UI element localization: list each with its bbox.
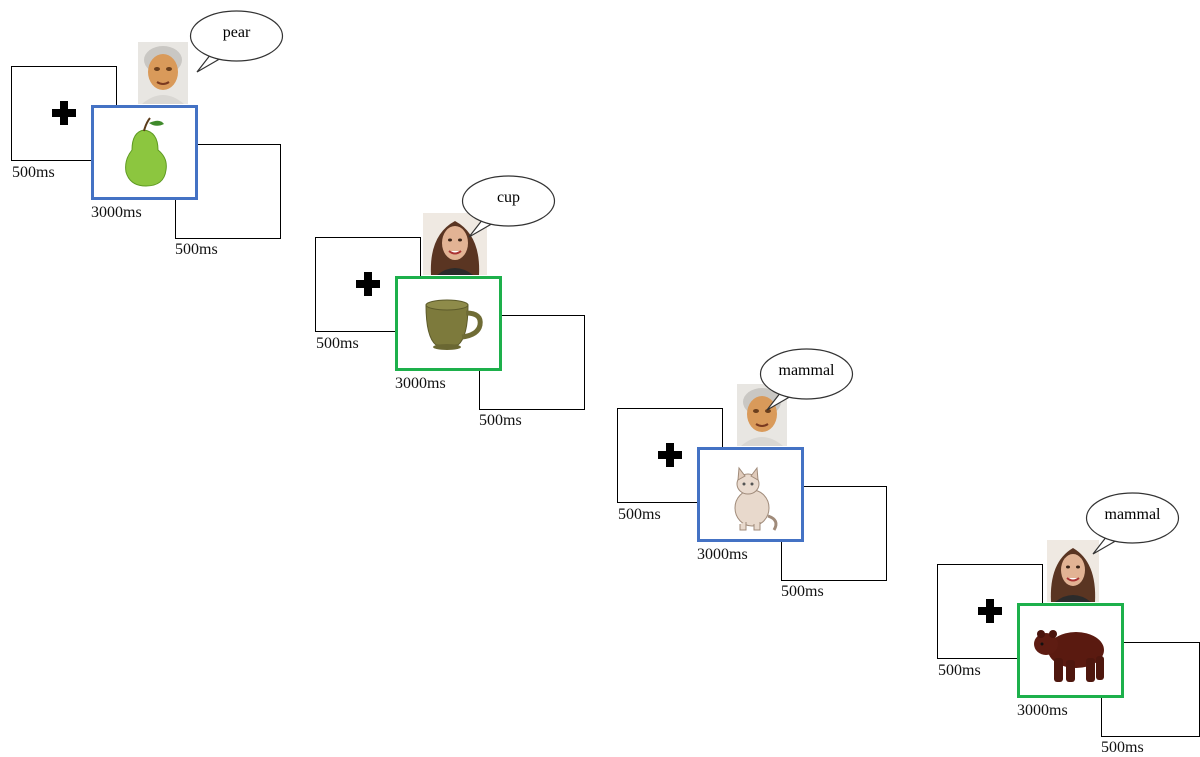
trial-1: pear 500ms 3000ms 500ms bbox=[11, 10, 331, 258]
blank-duration-label: 500ms bbox=[781, 583, 824, 600]
trial-3: mammal 500ms 3000ms 500ms bbox=[617, 348, 937, 600]
young-woman-face bbox=[423, 213, 487, 275]
speech-bubble: mammal bbox=[759, 348, 854, 411]
spoken-word: mammal bbox=[778, 362, 835, 379]
elderly-avatar-face bbox=[138, 42, 188, 104]
blank-duration-label: 500ms bbox=[175, 241, 218, 258]
speech-bubble: pear bbox=[189, 10, 284, 73]
fixation-duration-label: 500ms bbox=[938, 662, 981, 679]
spoken-word: cup bbox=[496, 189, 521, 206]
fixation-cross-icon bbox=[978, 599, 1002, 623]
bear-icon bbox=[1034, 630, 1104, 682]
fixation-cross-icon bbox=[658, 443, 682, 467]
stimulus-screen bbox=[91, 105, 198, 200]
blank-duration-label: 500ms bbox=[479, 412, 522, 429]
cup-icon bbox=[425, 299, 483, 350]
pear-icon bbox=[125, 117, 167, 187]
fixation-duration-label: 500ms bbox=[316, 335, 359, 352]
stimulus-screen bbox=[395, 276, 502, 371]
spoken-word: mammal bbox=[1104, 506, 1161, 523]
fixation-cross-icon bbox=[356, 272, 380, 296]
spoken-word: pear bbox=[222, 24, 251, 41]
stimulus-duration-label: 3000ms bbox=[697, 546, 748, 563]
stimulus-duration-label: 3000ms bbox=[91, 204, 142, 221]
speech-bubble: mammal bbox=[1085, 492, 1180, 555]
stimulus-screen bbox=[1017, 603, 1124, 698]
trial-2: cup 500ms 3000ms 500ms bbox=[315, 175, 635, 429]
trial-4: mammal 500ms 3000ms 500ms bbox=[937, 492, 1200, 756]
stimulus-screen bbox=[697, 447, 804, 542]
stimulus-duration-label: 3000ms bbox=[1017, 702, 1068, 719]
cat-icon bbox=[734, 466, 778, 531]
blank-duration-label: 500ms bbox=[1101, 739, 1144, 756]
young-woman-face bbox=[1047, 540, 1099, 602]
stimulus-duration-label: 3000ms bbox=[395, 375, 446, 392]
speech-bubble: cup bbox=[461, 175, 556, 238]
fixation-duration-label: 500ms bbox=[12, 164, 55, 181]
fixation-duration-label: 500ms bbox=[618, 506, 661, 523]
fixation-cross-icon bbox=[52, 101, 76, 125]
